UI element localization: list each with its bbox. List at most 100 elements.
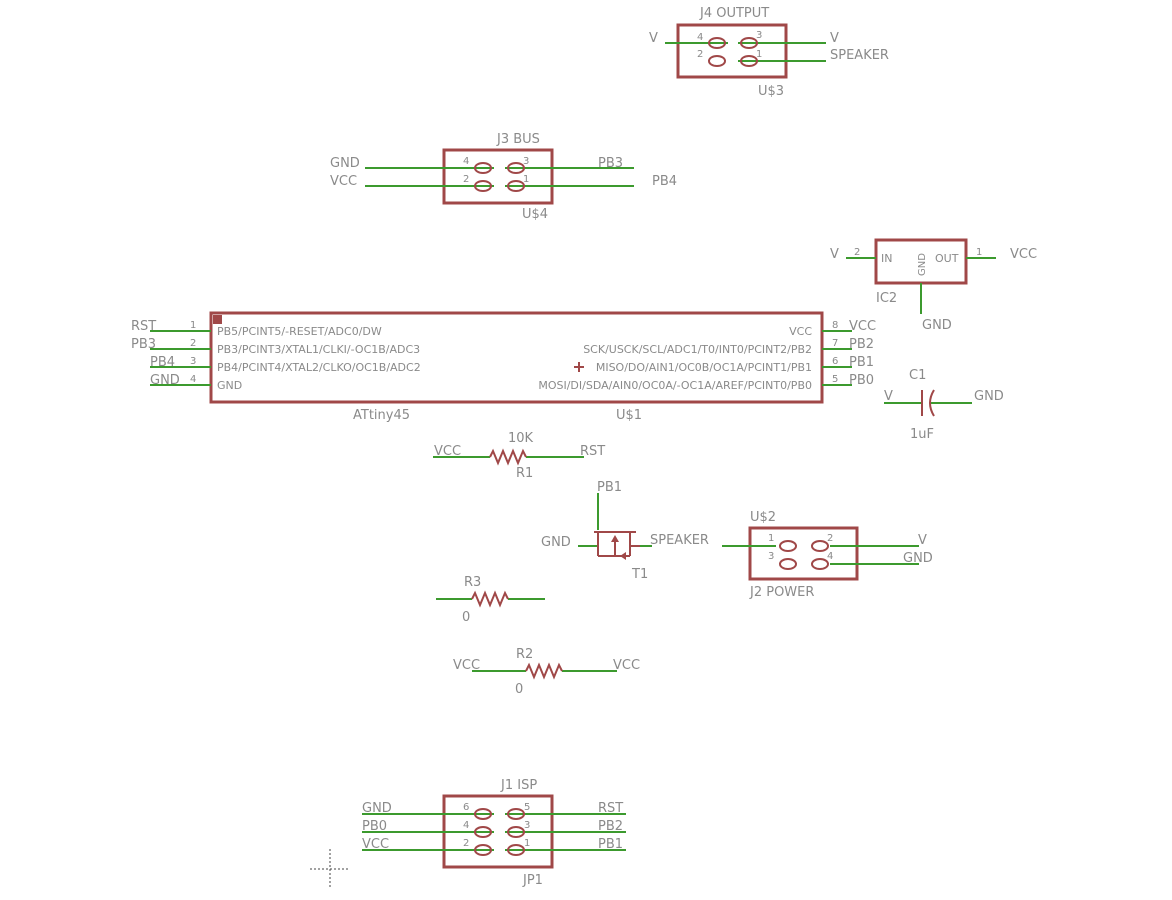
j1-net-pb0: PB0 xyxy=(362,819,387,834)
j1-pin1: 1 xyxy=(524,838,530,849)
j1-pin2: 2 xyxy=(463,838,469,849)
ic2-pin-out: 1 xyxy=(976,247,982,258)
j3-net-pb3: PB3 xyxy=(598,156,623,171)
j4-pin2: 2 xyxy=(697,49,703,60)
j2-pin3: 3 xyxy=(768,551,774,562)
j2-net-gnd: GND xyxy=(903,551,933,566)
j4-pin3: 3 xyxy=(756,30,762,41)
j4-net-right-bottom: SPEAKER xyxy=(830,48,889,63)
ic2-name: IC2 xyxy=(876,291,897,306)
j3-net-gnd: GND xyxy=(330,156,360,171)
resistor-r1[interactable]: 10K VCC RST R1 xyxy=(433,431,605,481)
t1-name: T1 xyxy=(631,567,648,582)
j3-pin2: 2 xyxy=(463,174,469,185)
j1-pin3: 3 xyxy=(524,820,530,831)
u1-net-gnd: GND xyxy=(150,373,180,388)
j1-net-gnd: GND xyxy=(362,801,392,816)
j2-value: U$2 xyxy=(750,510,776,525)
u1-pin4-label: GND xyxy=(217,379,242,392)
u1-net-pb2: PB2 xyxy=(849,337,874,352)
c1-name: C1 xyxy=(909,368,926,383)
r3-name: R3 xyxy=(464,575,481,590)
ic2-net-out: VCC xyxy=(1010,247,1037,262)
ic2-in-label: IN xyxy=(881,252,892,265)
j4-name: J4 OUTPUT xyxy=(699,6,769,21)
u1-pin1-marker xyxy=(213,315,222,324)
j1-pin6: 6 xyxy=(463,802,469,813)
j4-pin4: 4 xyxy=(697,32,703,43)
microcontroller-u1[interactable]: 1 2 3 4 PB5/PCINT5/-RESET/ADC0/DW PB3/PC… xyxy=(131,311,876,423)
j4-net-left: V xyxy=(649,31,658,46)
j3-value: U$4 xyxy=(522,207,548,222)
r1-name: R1 xyxy=(516,466,533,481)
u1-net-pb3: PB3 xyxy=(131,337,156,352)
j3-pin4: 4 xyxy=(463,156,469,167)
u1-pin5-label: MOSI/DI/SDA/AIN0/OC0A/-OC1A/AREF/PCINT0/… xyxy=(538,379,812,392)
j2-name: J2 POWER xyxy=(749,585,814,600)
c1-net-right: GND xyxy=(974,389,1004,404)
j2-pin2: 2 xyxy=(827,533,833,544)
j4-value: U$3 xyxy=(758,84,784,99)
j3-pin3: 3 xyxy=(523,156,529,167)
j1-net-rst: RST xyxy=(598,801,623,816)
ic2-out-label: OUT xyxy=(935,252,959,265)
connector-j1[interactable]: J1 ISP 6 5 4 3 2 1 GND PB0 VCC RST PB2 P… xyxy=(362,778,626,888)
j4-pin1: 1 xyxy=(756,49,762,60)
u1-net-vcc: VCC xyxy=(849,319,876,334)
resistor-r2[interactable]: R2 VCC VCC 0 xyxy=(453,647,640,697)
t1-net-gate: GND xyxy=(541,535,571,550)
ic2-net-gnd: GND xyxy=(922,318,952,333)
j3-pin1: 1 xyxy=(523,174,529,185)
u1-net-pb4: PB4 xyxy=(150,355,175,370)
j1-net-pb2: PB2 xyxy=(598,819,623,834)
j2-net-v: V xyxy=(918,533,927,548)
transistor-t1[interactable]: PB1 GND SPEAKER T1 xyxy=(541,480,709,582)
ic2-pin-in: 2 xyxy=(854,247,860,258)
u1-pin1-label: PB5/PCINT5/-RESET/ADC0/DW xyxy=(217,325,382,338)
connector-j2[interactable]: U$2 1 2 3 4 V GND J2 POWER xyxy=(722,510,933,600)
r2-name: R2 xyxy=(516,647,533,662)
r3-value: 0 xyxy=(462,610,470,625)
u1-net-rst: RST xyxy=(131,319,156,334)
u1-pin7-num: 7 xyxy=(832,338,838,349)
connector-j3[interactable]: J3 BUS 4 3 2 1 GND VCC PB3 PB4 U$4 xyxy=(330,132,677,222)
j1-value: JP1 xyxy=(522,873,543,888)
j3-body xyxy=(442,148,554,205)
j1-pin4: 4 xyxy=(463,820,469,831)
j4-net-right-top: V xyxy=(830,31,839,46)
u1-value: U$1 xyxy=(616,408,642,423)
crosshair-cursor-icon xyxy=(310,849,350,889)
j1-pin5: 5 xyxy=(524,802,530,813)
r1-net-left: VCC xyxy=(434,444,461,459)
r2-net-left: VCC xyxy=(453,658,480,673)
j3-net-vcc: VCC xyxy=(330,174,357,189)
r1-net-right: RST xyxy=(580,444,605,459)
u1-pin7-label: SCK/USCK/SCL/ADC1/T0/INT0/PCINT2/PB2 xyxy=(583,343,812,356)
u1-name: ATtiny45 xyxy=(353,408,410,423)
capacitor-c1[interactable]: C1 V GND 1uF xyxy=(884,368,1004,442)
t1-net-drain: SPEAKER xyxy=(650,533,709,548)
regulator-ic2[interactable]: IN OUT GND 2 1 V VCC GND IC2 xyxy=(830,238,1037,333)
c1-value: 1uF xyxy=(910,427,934,442)
ic2-gnd-label: GND xyxy=(917,253,928,276)
u1-pin6-num: 6 xyxy=(832,356,838,367)
u1-pin3-label: PB4/PCINT4/XTAL2/CLKO/OC1B/ADC2 xyxy=(217,361,421,374)
u1-pin2-label: PB3/PCINT3/XTAL1/CLKI/-OC1B/ADC3 xyxy=(217,343,420,356)
r2-net-right: VCC xyxy=(613,658,640,673)
resistor-r3[interactable]: R3 0 xyxy=(436,575,545,625)
u1-net-pb1: PB1 xyxy=(849,355,874,370)
u1-pin4-num: 4 xyxy=(190,374,196,385)
j1-name: J1 ISP xyxy=(500,778,537,793)
j1-net-pb1: PB1 xyxy=(598,837,623,852)
j2-pin4: 4 xyxy=(827,551,833,562)
u1-pin6-label: MISO/DO/AIN1/OC0B/OC1A/PCINT1/PB1 xyxy=(596,361,812,374)
t1-net-source: PB1 xyxy=(597,480,622,495)
c1-net-left: V xyxy=(884,389,893,404)
u1-pin8-label: VCC xyxy=(789,325,812,338)
j3-net-pb4: PB4 xyxy=(652,174,677,189)
u1-pin8-num: 8 xyxy=(832,320,838,331)
u1-body xyxy=(209,311,824,404)
connector-j4[interactable]: J4 OUTPUT 4 3 2 1 V V SPEAKER U$3 xyxy=(649,6,889,99)
ic2-net-in: V xyxy=(830,247,839,262)
